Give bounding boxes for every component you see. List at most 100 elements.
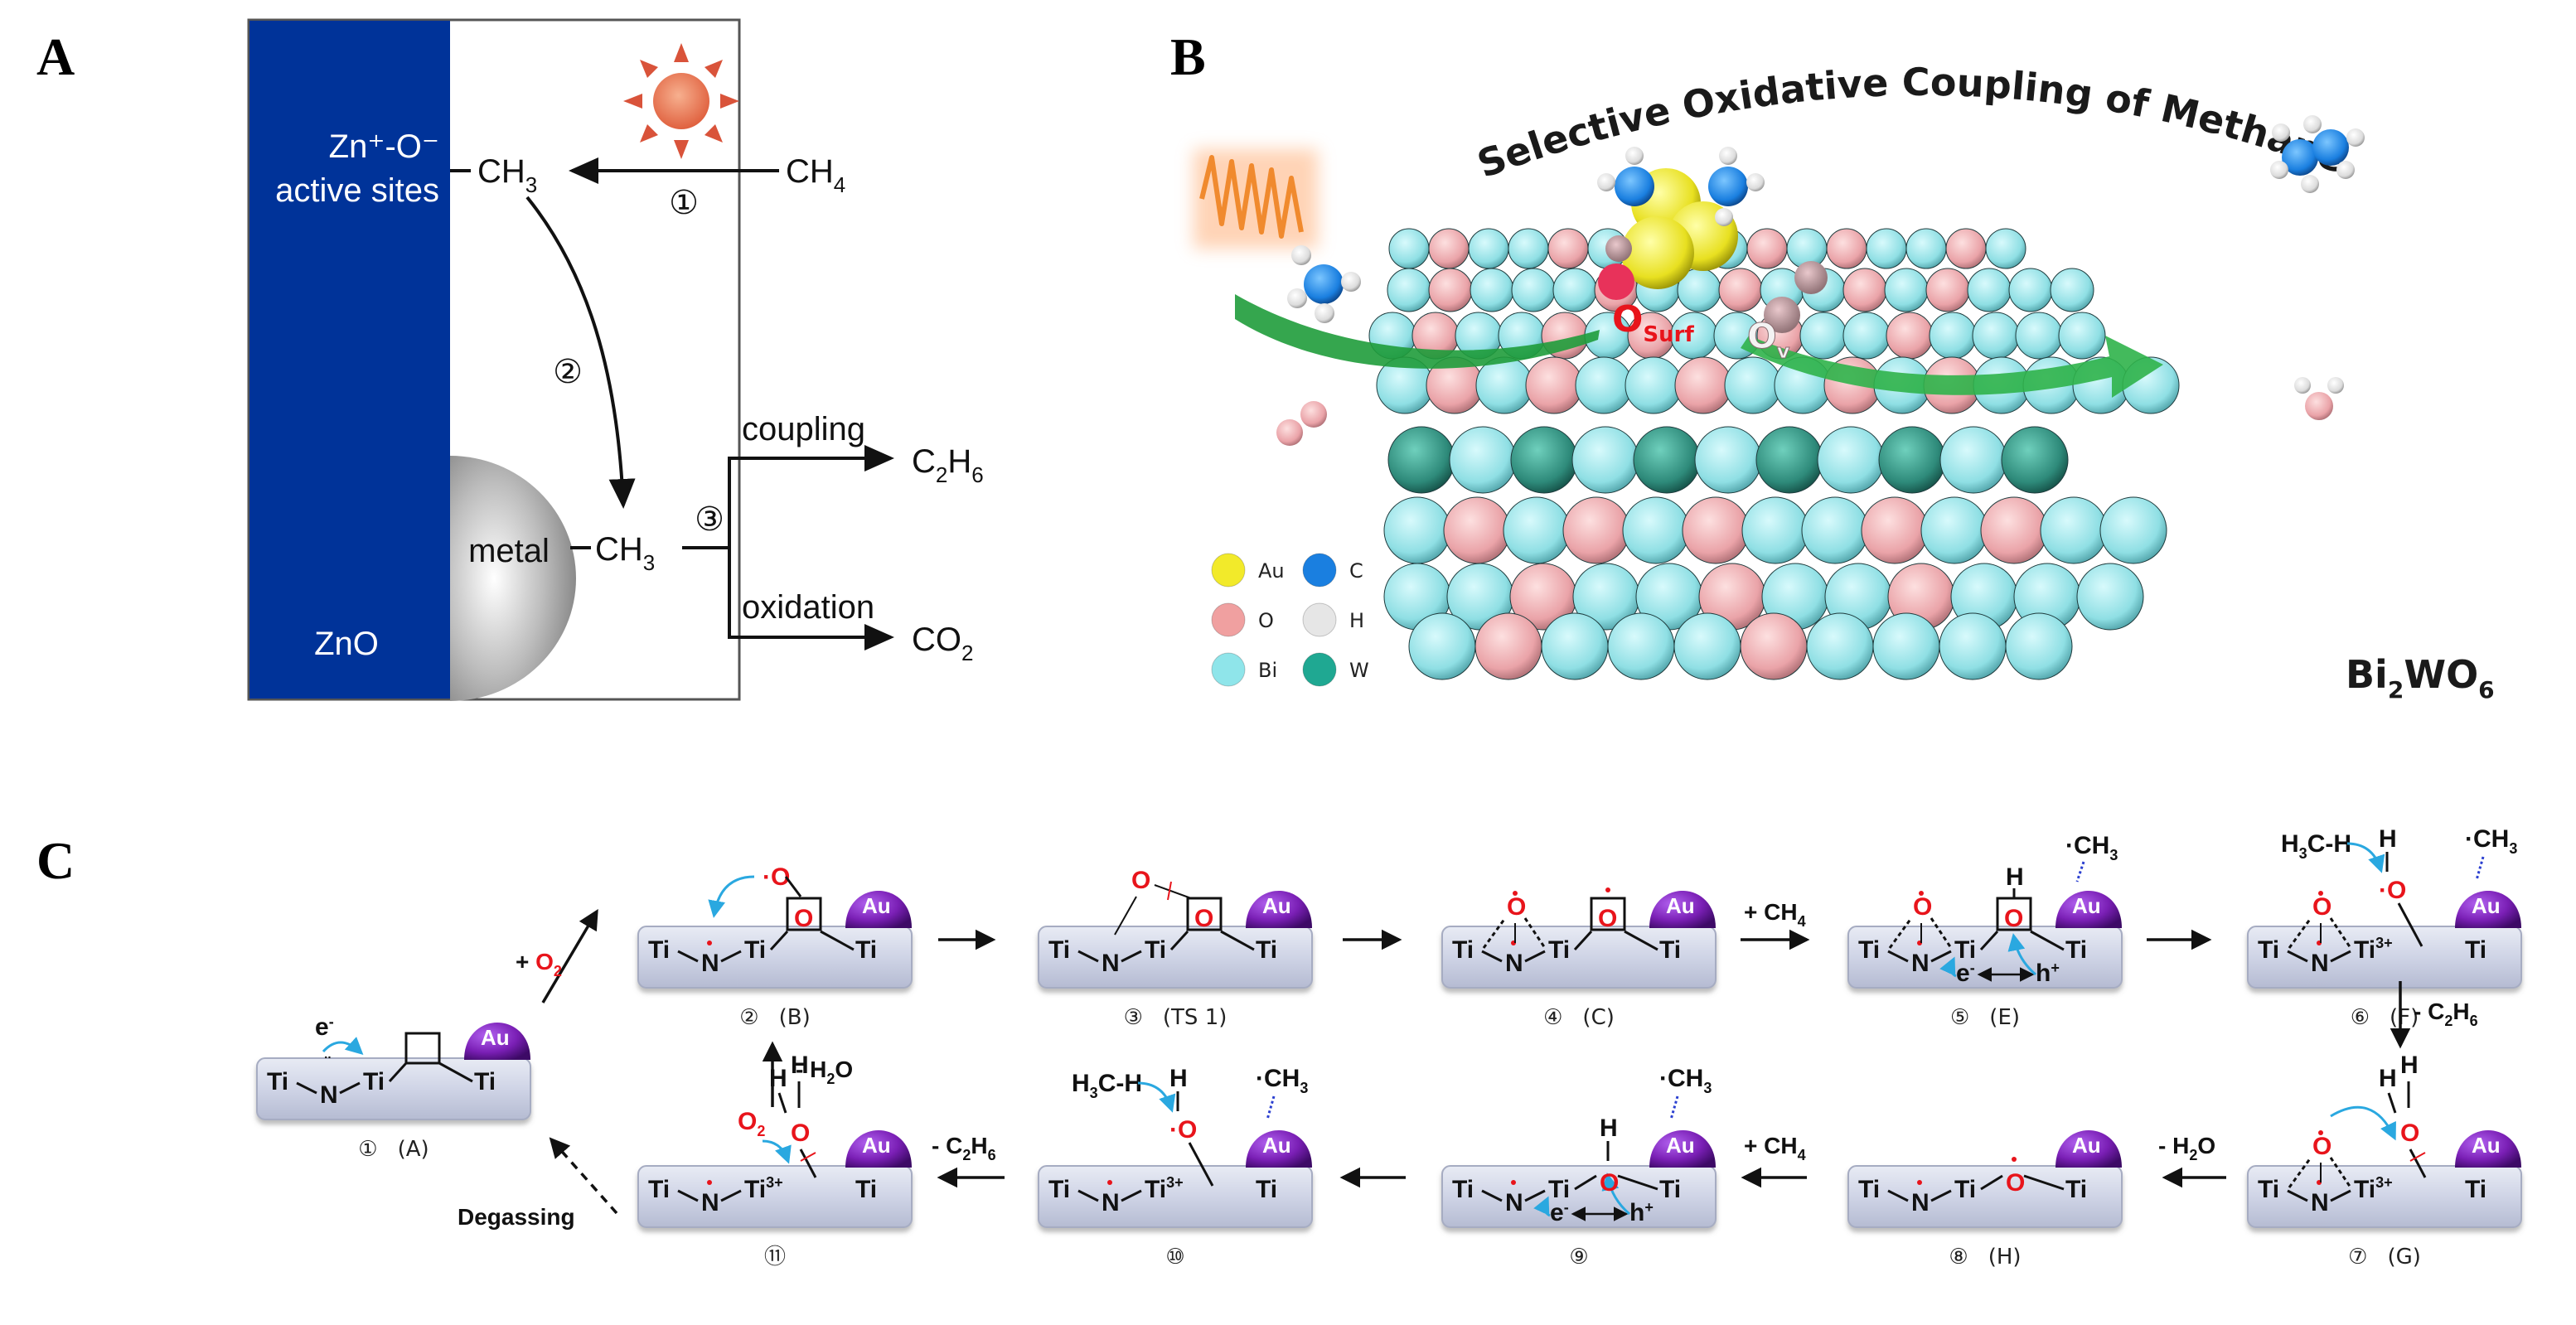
legend-swatch-c: [1302, 553, 1337, 588]
bond: [2387, 1092, 2397, 1114]
radical-dot: [2318, 1130, 2323, 1135]
o-atom: O: [794, 905, 813, 932]
bond: [2288, 1157, 2312, 1188]
ti-atom: Ti: [1048, 1176, 1070, 1203]
surface-slab: [256, 1057, 531, 1120]
lattice-atom: [1541, 612, 1609, 680]
bond: [1979, 930, 1999, 951]
n-atom: N: [701, 950, 719, 977]
state-label: ⑤(E): [1950, 1005, 2020, 1030]
ch3-radical: ·CH3: [2465, 825, 2517, 857]
o2-adsorption-arrow: [762, 1139, 792, 1164]
ti-atom: Ti: [1954, 936, 1976, 964]
lattice-atom: [2040, 496, 2108, 564]
surface-slab: [637, 1165, 913, 1228]
ti-atom: Ti: [2065, 936, 2087, 964]
n-atom: N: [1505, 950, 1523, 977]
ti-atom: Ti: [2065, 1176, 2087, 1203]
o-atom: O: [1131, 867, 1150, 894]
lattice-atom: [1801, 496, 1869, 564]
radical-dot: [2012, 1157, 2017, 1162]
lattice-atom: [1449, 426, 1517, 494]
o-bridge-atom: O: [2312, 1133, 2331, 1160]
au-nanoparticle: Au: [2455, 891, 2521, 928]
lattice-atom: [2015, 312, 2063, 360]
ti-atom: Ti: [2465, 936, 2486, 964]
o-bridge-atom: O: [1913, 893, 1932, 921]
lattice-atom: [1872, 612, 1940, 680]
lattice-atom: [1718, 268, 1763, 312]
lattice-atom: [2099, 496, 2167, 564]
o-radical: ·O: [1169, 1116, 1197, 1144]
o-v-label: Ov: [1747, 316, 1790, 363]
weak-interaction: [2075, 861, 2085, 883]
bond: [1524, 1189, 1546, 1202]
radical-dot: [707, 1180, 712, 1185]
legend-label-w: W: [1349, 659, 1369, 682]
ch3-radical: ·CH3: [1256, 1065, 1308, 1096]
bond: [820, 930, 855, 951]
lattice-atom: [2005, 612, 2073, 680]
surface-slab: [1847, 1165, 2123, 1228]
lattice-atom: [1408, 612, 1476, 680]
ti-atom: Ti: [1954, 1176, 1976, 1203]
zno-label: ZnO: [314, 626, 379, 662]
n-atom: N: [1505, 1189, 1523, 1216]
radical-dot: [1107, 1180, 1112, 1185]
ti-atom: Ti: [2258, 936, 2279, 964]
au-label: Au: [1262, 893, 1291, 918]
o2-molecule-left: [1276, 401, 1327, 446]
bond: [2397, 902, 2423, 947]
lattice-atom: [1525, 356, 1583, 414]
bond: [1188, 1142, 1214, 1187]
surface-slab: [1038, 926, 1313, 989]
bond: [1617, 1174, 1658, 1191]
lattice-atom: [1980, 496, 2048, 564]
n-atom: N: [1102, 950, 1120, 977]
ti-atom: Ti: [1452, 936, 1474, 964]
plus-o2-label: + O2: [516, 949, 562, 979]
ti-atom: Ti: [1548, 1176, 1570, 1203]
lattice-atom: [1474, 612, 1542, 680]
state-label: ④(C): [1543, 1005, 1615, 1030]
zno-active-label: Zn⁺-O⁻: [329, 128, 439, 165]
o-bridge-atom: O: [2312, 893, 2331, 921]
ti-atom: Ti: [1548, 936, 1570, 964]
bond: [2030, 930, 2065, 951]
legend-label-o: O: [1258, 609, 1274, 632]
au-label: Au: [2072, 1133, 2101, 1158]
surface-slab: [2247, 1165, 2522, 1228]
zno-band: [249, 21, 450, 699]
lattice-atom: [2058, 312, 2106, 360]
h-atom: H: [2400, 1052, 2419, 1079]
ti-atom: Ti: [474, 1068, 496, 1095]
ti-atom: Ti: [1256, 936, 1277, 964]
lattice-atom: [1571, 426, 1639, 494]
au-nanoparticle: Au: [1649, 1130, 1716, 1168]
o-radical: ·O: [2379, 877, 2406, 904]
au-nanoparticle: Au: [2055, 1130, 2122, 1168]
vacancy-box: [786, 897, 822, 931]
bond: [296, 1081, 317, 1095]
panel-letter-b: B: [1170, 27, 1206, 86]
lattice-atom: [1905, 228, 1947, 269]
lattice-atom: [1886, 312, 1934, 360]
minus-h2o-bottom-label: - H2O: [2158, 1133, 2215, 1163]
au-label: Au: [862, 1133, 891, 1158]
degassing-arrow: [549, 1137, 618, 1215]
bond: [2329, 1157, 2352, 1188]
bond: [1930, 950, 1952, 963]
plus-ch4-bottom-label: + CH4: [1744, 1133, 1806, 1163]
ti-atom: Ti: [1256, 1176, 1277, 1203]
n-atom: N: [1102, 1189, 1120, 1216]
bond-break-mark: [1167, 881, 1172, 901]
legend-swatch-o: [1211, 602, 1246, 637]
radical-dot: [1919, 891, 1924, 896]
panel-letter-a: A: [36, 27, 75, 86]
lone-pair: ¨: [325, 1054, 331, 1072]
bond: [1887, 1189, 1909, 1202]
